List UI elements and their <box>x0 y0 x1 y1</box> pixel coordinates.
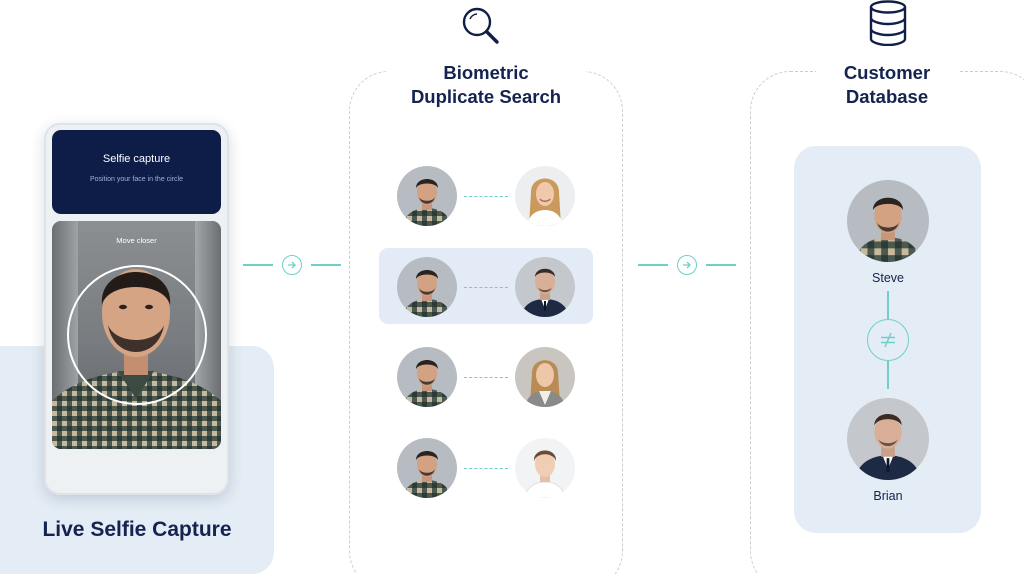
connector-line <box>243 264 273 266</box>
arrow-right-icon <box>677 255 697 275</box>
compare-dash <box>464 377 508 378</box>
magnifier-icon <box>462 7 499 44</box>
customer-name-steve: Steve <box>872 271 904 285</box>
compare-dash <box>464 468 508 469</box>
probe-face-avatar <box>397 438 457 498</box>
database-icon <box>869 0 907 46</box>
probe-face-avatar <box>397 166 457 226</box>
connector-line <box>311 264 341 266</box>
relation-line <box>887 291 889 319</box>
probe-face-avatar <box>397 347 457 407</box>
connector-line <box>638 264 668 266</box>
database-title-line1: Customer <box>843 62 931 83</box>
candidate-face-avatar <box>515 166 575 226</box>
search-title: Biometric Duplicate Search <box>386 61 586 109</box>
phone-header-subtitle: Position your face in the circle <box>90 176 183 183</box>
candidate-face-avatar <box>515 438 575 498</box>
search-title-line2: Duplicate Search <box>410 86 562 107</box>
camera-hint: Move closer <box>116 236 157 245</box>
customer-name-brian: Brian <box>873 489 903 503</box>
not-equal-icon <box>867 319 909 361</box>
database-title-line2: Database <box>845 86 929 107</box>
connector-line <box>706 264 736 266</box>
phone-header-title: Selfie capture <box>102 153 171 165</box>
compare-dash <box>464 287 508 288</box>
candidate-face-avatar <box>515 257 575 317</box>
selfie-panel-title: Live Selfie Capture <box>42 518 232 541</box>
database-title: Customer Database <box>816 61 958 109</box>
search-title-line1: Biometric <box>443 62 529 83</box>
compare-dash <box>464 196 508 197</box>
candidate-face-avatar <box>515 347 575 407</box>
customer-avatar-brian <box>847 398 929 480</box>
face-guide-circle <box>67 265 207 405</box>
customer-avatar-steve <box>847 180 929 262</box>
probe-face-avatar <box>397 257 457 317</box>
relation-line <box>887 361 889 389</box>
phone-header <box>52 130 221 214</box>
arrow-right-icon <box>282 255 302 275</box>
